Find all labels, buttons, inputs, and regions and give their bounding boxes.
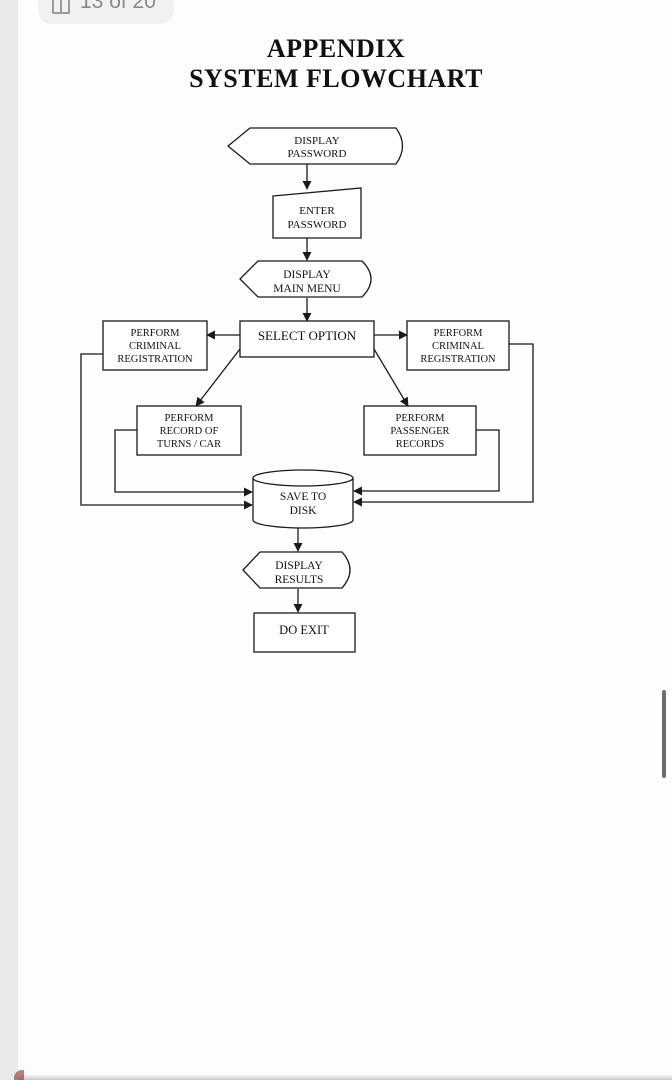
node-passenger-records: PERFORM PASSENGER RECORDS [363, 405, 477, 456]
flowchart-connectors [80, 164, 534, 613]
node-label-line: ENTER [299, 205, 335, 217]
node-enter-password: ENTER PASSWORD [272, 187, 362, 239]
page-icon [52, 0, 70, 14]
node-label-line: PERFORM [395, 413, 445, 424]
node-label-line: PASSENGER [390, 426, 449, 437]
node-label-line: DISK [290, 505, 318, 517]
document-subtitle: SYSTEM FLOWCHART [189, 64, 483, 93]
connector-select-to-turns [195, 348, 241, 407]
node-record-of-turns: PERFORM RECORD OF TURNS / CAR [136, 405, 242, 456]
node-label-line: REGISTRATION [117, 354, 193, 365]
node-select-option: SELECT OPTION [239, 320, 375, 358]
page-indicator[interactable]: 13 of 20 [38, 0, 174, 24]
node-label-line: DO EXIT [279, 623, 329, 637]
node-display-main-menu: DISPLAY MAIN MENU [239, 260, 372, 298]
node-label-line: PASSWORD [288, 219, 347, 231]
node-label-line: DISPLAY [275, 560, 323, 572]
node-display-password: DISPLAY PASSWORD [226, 127, 404, 165]
page-indicator-label: 13 of 20 [80, 0, 156, 13]
node-label-line: RESULTS [275, 574, 324, 586]
node-label-line: PERFORM [164, 413, 214, 424]
node-label-line: RECORD OF [160, 426, 219, 437]
page-bottom-edge [18, 1074, 672, 1080]
node-display-results: DISPLAY RESULTS [242, 551, 351, 589]
node-label-line: CRIMINAL [129, 341, 181, 352]
page-corner-shadow [14, 1070, 24, 1080]
node-label-line: MAIN MENU [273, 283, 341, 295]
node-label-line: PASSWORD [288, 148, 347, 160]
connector-criminal-right-to-disk [353, 343, 534, 507]
connector-passenger-to-disk [353, 429, 500, 496]
node-label-line: DISPLAY [294, 135, 339, 147]
node-label-line: TURNS / CAR [157, 439, 221, 450]
node-label-line: DISPLAY [283, 269, 331, 281]
connector-criminal-left-to-disk [80, 353, 253, 510]
node-label-line: SAVE TO [280, 491, 326, 503]
node-label-line: PERFORM [433, 328, 483, 339]
node-label-line: RECORDS [396, 439, 445, 450]
connector-select-to-passenger [373, 348, 409, 407]
connector-turns-to-disk [114, 429, 253, 497]
node-do-exit: DO EXIT [253, 612, 356, 653]
node-criminal-registration-left: PERFORM CRIMINAL REGISTRATION [102, 320, 208, 371]
node-label-line: SELECT OPTION [258, 328, 357, 343]
node-label-line: PERFORM [130, 328, 180, 339]
document-title: APPENDIX [266, 34, 406, 63]
node-save-to-disk: SAVE TO DISK [252, 469, 354, 529]
node-label-line: REGISTRATION [420, 354, 496, 365]
node-criminal-registration-right: PERFORM CRIMINAL REGISTRATION [406, 320, 510, 371]
node-label-line: CRIMINAL [432, 341, 484, 352]
document-page [18, 0, 672, 1080]
vertical-scrollbar[interactable] [662, 690, 666, 778]
